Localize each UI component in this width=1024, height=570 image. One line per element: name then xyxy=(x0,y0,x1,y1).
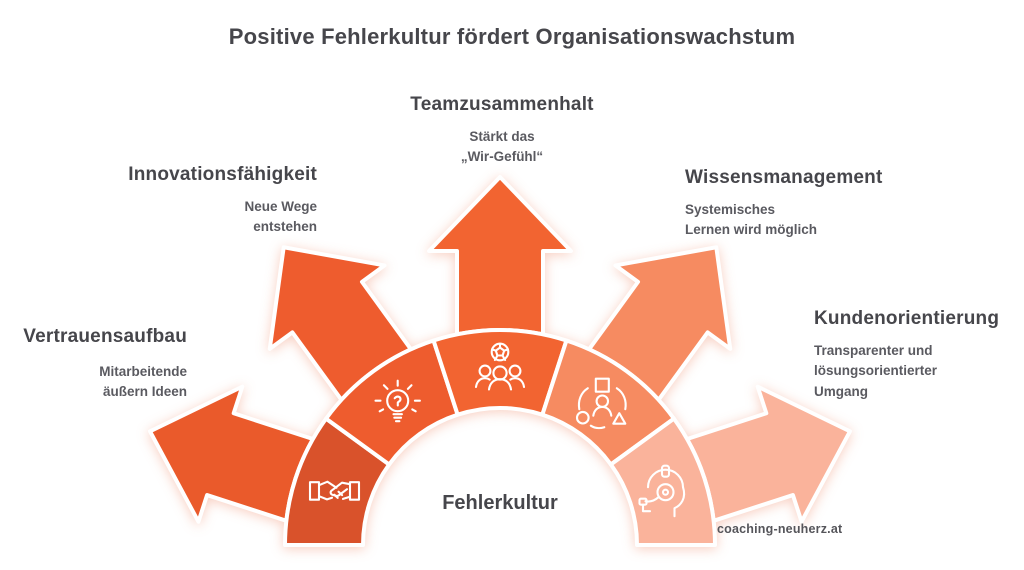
page-title: Positive Fehlerkultur fördert Organisati… xyxy=(228,24,796,49)
heading-wissensmanagement: Wissensmanagement xyxy=(685,167,883,188)
description-innovationsfaehigkeit: Neue Wege entstehen xyxy=(244,199,317,235)
knowledge-icon xyxy=(575,377,627,430)
description-wissensmanagement: Systemisches Lernen wird möglich xyxy=(685,202,818,238)
description-vertrauensaufbau: Mitarbeitende äußern Ideen xyxy=(99,364,187,400)
description-kundenorientierung: Transparenter und lösungsorientierter Um… xyxy=(814,343,938,399)
arrow-teamzusammenhalt xyxy=(427,175,573,337)
handshake-icon xyxy=(308,480,361,501)
watermark: coaching-neuherz.at xyxy=(717,522,843,536)
heading-vertrauensaufbau: Vertrauensaufbau xyxy=(23,326,187,347)
heading-kundenorientierung: Kundenorientierung xyxy=(814,308,1000,329)
heading-innovationsfaehigkeit: Innovationsfähigkeit xyxy=(128,164,317,185)
heading-teamzusammenhalt: Teamzusammenhalt xyxy=(410,94,594,115)
description-teamzusammenhalt: Stärkt das „Wir-Gefühl“ xyxy=(460,129,544,165)
headset-icon xyxy=(638,464,686,518)
lightbulb-icon xyxy=(374,379,421,423)
wedge-kundenorientierung xyxy=(608,416,717,547)
team-icon xyxy=(474,342,526,391)
center-label: Fehlerkultur xyxy=(442,492,558,514)
